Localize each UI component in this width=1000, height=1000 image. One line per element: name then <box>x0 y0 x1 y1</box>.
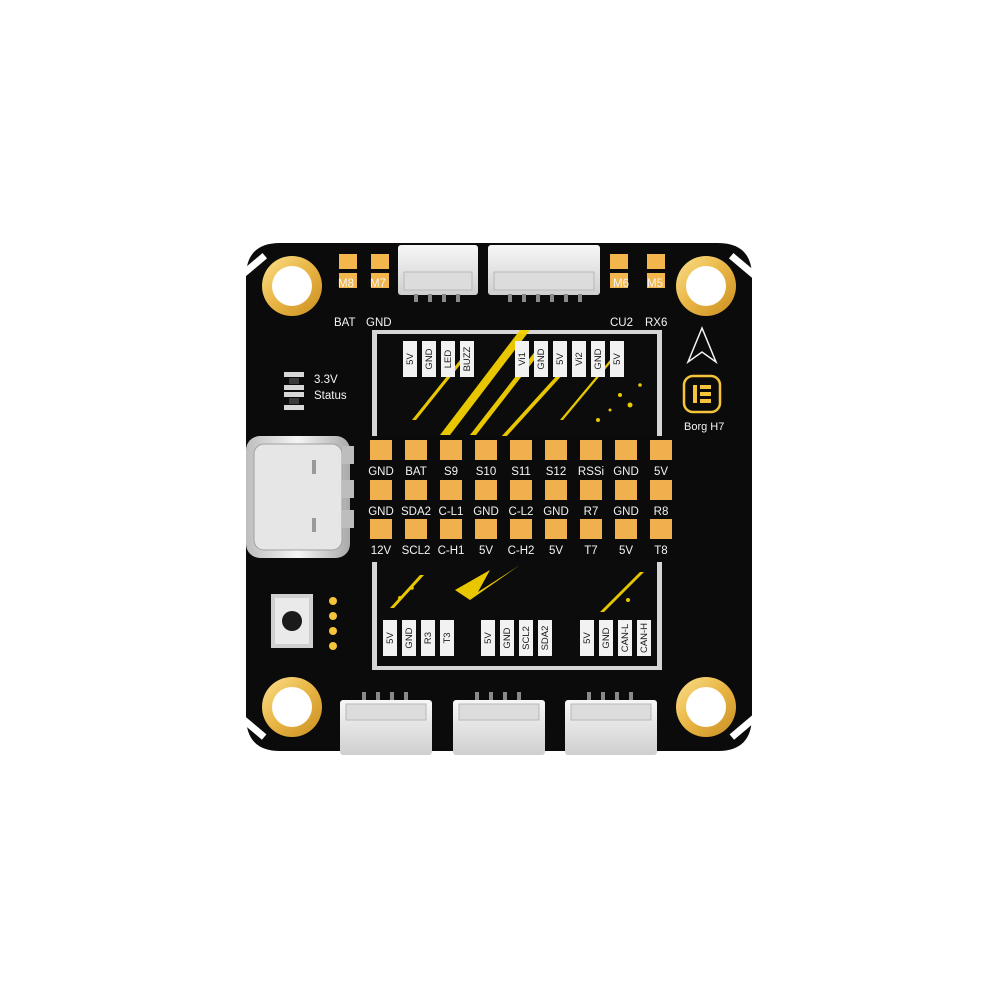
pad-label-r1-c8: GND <box>613 466 639 478</box>
pad-label-r1-c3: S9 <box>444 466 458 478</box>
pad-label-gnd: GND <box>366 317 392 329</box>
pad-label-r3-c6: 5V <box>549 545 563 557</box>
pad-label-r3-c3: C-H1 <box>438 545 465 557</box>
label-bottom-sda2: SDA2 <box>540 626 551 651</box>
pad-grid <box>370 440 672 539</box>
pad-label-m5: M5 <box>647 278 663 290</box>
pad-label-bat: BAT <box>334 317 356 329</box>
label-bottom-can-l: CAN-L <box>620 624 631 653</box>
label-bottom-r3: R3 <box>423 632 434 644</box>
label-top-led: LED <box>443 350 454 369</box>
pad-label-r1-c5: S11 <box>511 466 531 478</box>
led-label-status: Status <box>314 390 347 402</box>
mounting-hole-bottom-right <box>676 677 758 740</box>
pad-label-r2-c6: GND <box>543 506 569 518</box>
label-top-5v: 5V <box>405 353 416 365</box>
pad-label-r2-c9: R8 <box>654 506 669 518</box>
pad-label-r2-c2: SDA2 <box>401 506 431 518</box>
bottom-vertical-labels-group-1 <box>383 620 454 656</box>
pad-label-r3-c5: C-H2 <box>508 545 535 557</box>
bottom-connector-3 <box>565 692 657 755</box>
boot-button[interactable] <box>271 594 313 648</box>
pad-label-r1-c2: BAT <box>405 466 427 478</box>
led-label-3v3: 3.3V <box>314 374 338 386</box>
board-model-label: Borg H7 <box>684 421 724 433</box>
top-vertical-labels-right <box>515 341 624 377</box>
label-top-5v-2: 5V <box>555 353 566 365</box>
label-bottom-can-h: CAN-H <box>639 623 650 653</box>
bottom-vertical-labels-group-3 <box>580 620 651 656</box>
pad-label-rx6: RX6 <box>645 317 667 329</box>
pad-label-r2-c3: C-L1 <box>439 506 464 518</box>
yellow-graphic-streaks-bottom <box>390 565 644 612</box>
label-top-vi1: Vi1 <box>517 352 528 366</box>
direction-arrow-icon <box>686 326 718 365</box>
pad-label-cu2: CU2 <box>610 317 633 329</box>
top-vertical-labels-left <box>403 341 474 377</box>
bottom-connector-2 <box>453 692 545 755</box>
label-top-gnd-3: GND <box>593 348 604 369</box>
usb-c-port[interactable] <box>246 436 354 558</box>
bottom-vertical-labels-group-2 <box>481 620 552 656</box>
mounting-hole-top-left <box>239 253 322 316</box>
label-bottom-gnd: GND <box>404 627 415 648</box>
pad-label-r3-c2: SCL2 <box>402 545 431 557</box>
brand-logo-icon <box>682 374 722 414</box>
mounting-hole-bottom-left <box>238 677 322 740</box>
pad-label-r1-c6: S12 <box>546 466 566 478</box>
pad-label-r2-c4: GND <box>473 506 499 518</box>
pad-label-r3-c4: 5V <box>479 545 493 557</box>
top-connector-left <box>398 245 478 302</box>
pad-label-r3-c9: T8 <box>654 545 667 557</box>
pad-label-r3-c1: 12V <box>371 545 392 557</box>
pad-labels-row-3: 12V SCL2 C-H1 5V C-H2 5V T7 5V T8 <box>371 545 668 557</box>
bottom-connector-1 <box>340 692 432 755</box>
mounting-hole-top-right <box>676 253 757 316</box>
label-top-gnd: GND <box>424 348 435 369</box>
label-top-5v-3: 5V <box>612 353 623 365</box>
pad-labels-row-2: GND SDA2 C-L1 GND C-L2 GND R7 GND R8 <box>368 506 668 518</box>
top-connector-right <box>488 245 600 302</box>
pad-label-r3-c8: 5V <box>619 545 633 557</box>
label-top-gnd-2: GND <box>536 348 547 369</box>
pad-label-r1-c7: RSSi <box>578 466 604 478</box>
label-bottom-5v-3: 5V <box>582 632 593 644</box>
label-bottom-scl2: SCL2 <box>521 626 532 650</box>
label-bottom-t3: T3 <box>442 632 453 643</box>
pad-label-m6: M6 <box>613 278 629 290</box>
pad-label-r2-c7: R7 <box>584 506 599 518</box>
pad-label-m8: M8 <box>338 278 354 290</box>
motor-pads-top <box>339 254 665 288</box>
pad-labels-row-1: GND BAT S9 S10 S11 S12 RSSi GND 5V <box>368 466 668 478</box>
status-leds <box>284 372 304 410</box>
label-bottom-5v: 5V <box>385 632 396 644</box>
pad-label-r2-c8: GND <box>613 506 639 518</box>
pad-label-r2-c5: C-L2 <box>509 506 534 518</box>
pad-label-r2-c1: GND <box>368 506 394 518</box>
label-bottom-gnd-3: GND <box>601 627 612 648</box>
label-top-buzz: BUZZ <box>462 346 473 371</box>
pad-label-r1-c1: GND <box>368 466 394 478</box>
pad-label-r1-c9: 5V <box>654 466 668 478</box>
pad-label-m7: M7 <box>370 278 386 290</box>
test-pads <box>329 597 337 650</box>
label-bottom-gnd-2: GND <box>502 627 513 648</box>
label-top-vi2: Vi2 <box>574 352 585 366</box>
pad-label-r1-c4: S10 <box>476 466 496 478</box>
pad-label-r3-c7: T7 <box>584 545 597 557</box>
label-bottom-5v-2: 5V <box>483 632 494 644</box>
